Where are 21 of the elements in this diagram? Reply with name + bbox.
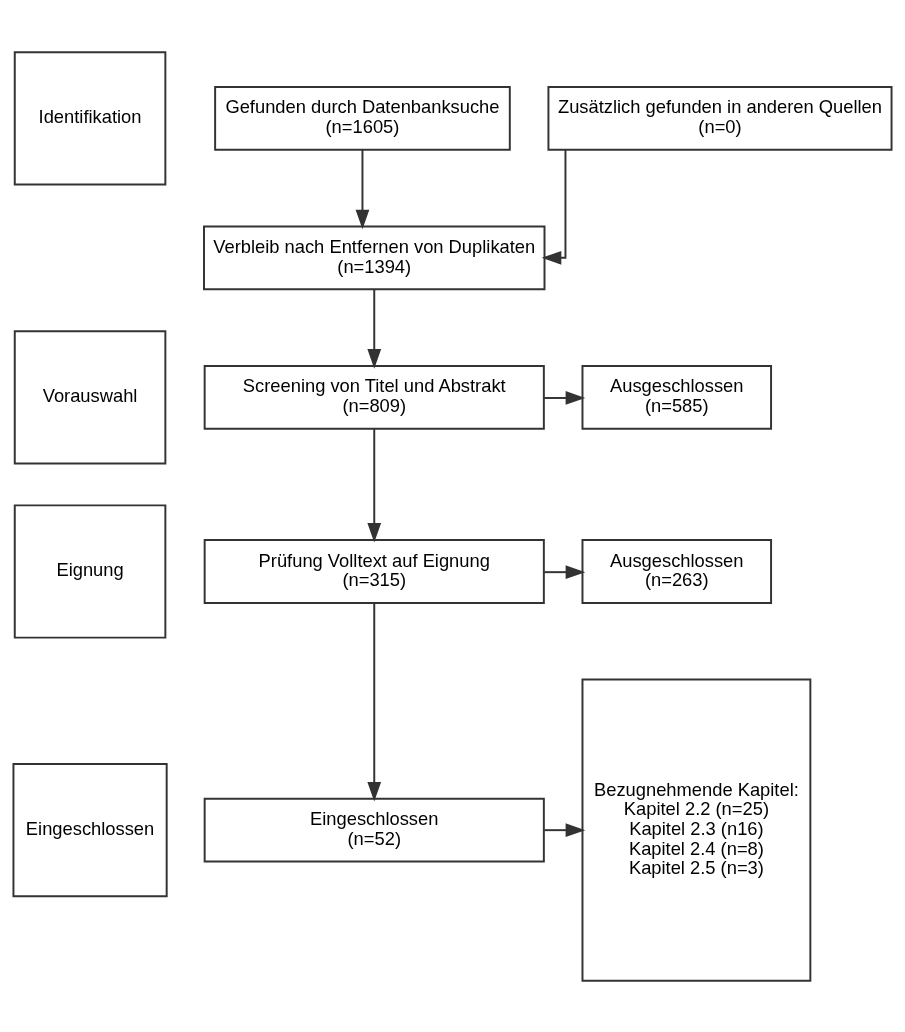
node-box: Verbleib nach Entfernen von Duplikaten (n=1394) bbox=[203, 224, 546, 290]
arrow bbox=[543, 822, 586, 837]
node-box: Zusätzlich gefunden in anderen Quellen (n=0) bbox=[547, 85, 893, 151]
arrow bbox=[355, 148, 370, 229]
node-box: Eignung bbox=[13, 503, 167, 639]
node-box: Bezugnehmende Kapitel: Kapitel 2.2 (n=25) Kapitel 2.3 (n16) Kapitel 2.4 (n=8) Kapitel 2.5 (n=3) bbox=[581, 678, 812, 982]
arrow bbox=[543, 564, 586, 579]
node-box: Gefunden durch Datenbanksuche (n=1605) bbox=[214, 85, 511, 151]
arrow bbox=[367, 427, 382, 543]
arrow bbox=[367, 288, 382, 369]
node-box: Eingeschlossen bbox=[12, 762, 168, 897]
node-box: Eingeschlossen (n=52) bbox=[203, 797, 545, 863]
arrow bbox=[543, 390, 586, 405]
arrow bbox=[541, 148, 567, 265]
node-box: Identifikation bbox=[13, 50, 167, 185]
node-box: Screening von Titel und Abstrakt (n=809) bbox=[203, 364, 545, 430]
node-box: Vorauswahl bbox=[13, 329, 167, 464]
arrow bbox=[367, 601, 382, 802]
node-box: Prüfung Volltext auf Eignung (n=315) bbox=[203, 538, 545, 604]
node-box: Ausgeschlossen (n=585) bbox=[581, 364, 773, 430]
node-box: Ausgeschlossen (n=263) bbox=[581, 538, 773, 604]
